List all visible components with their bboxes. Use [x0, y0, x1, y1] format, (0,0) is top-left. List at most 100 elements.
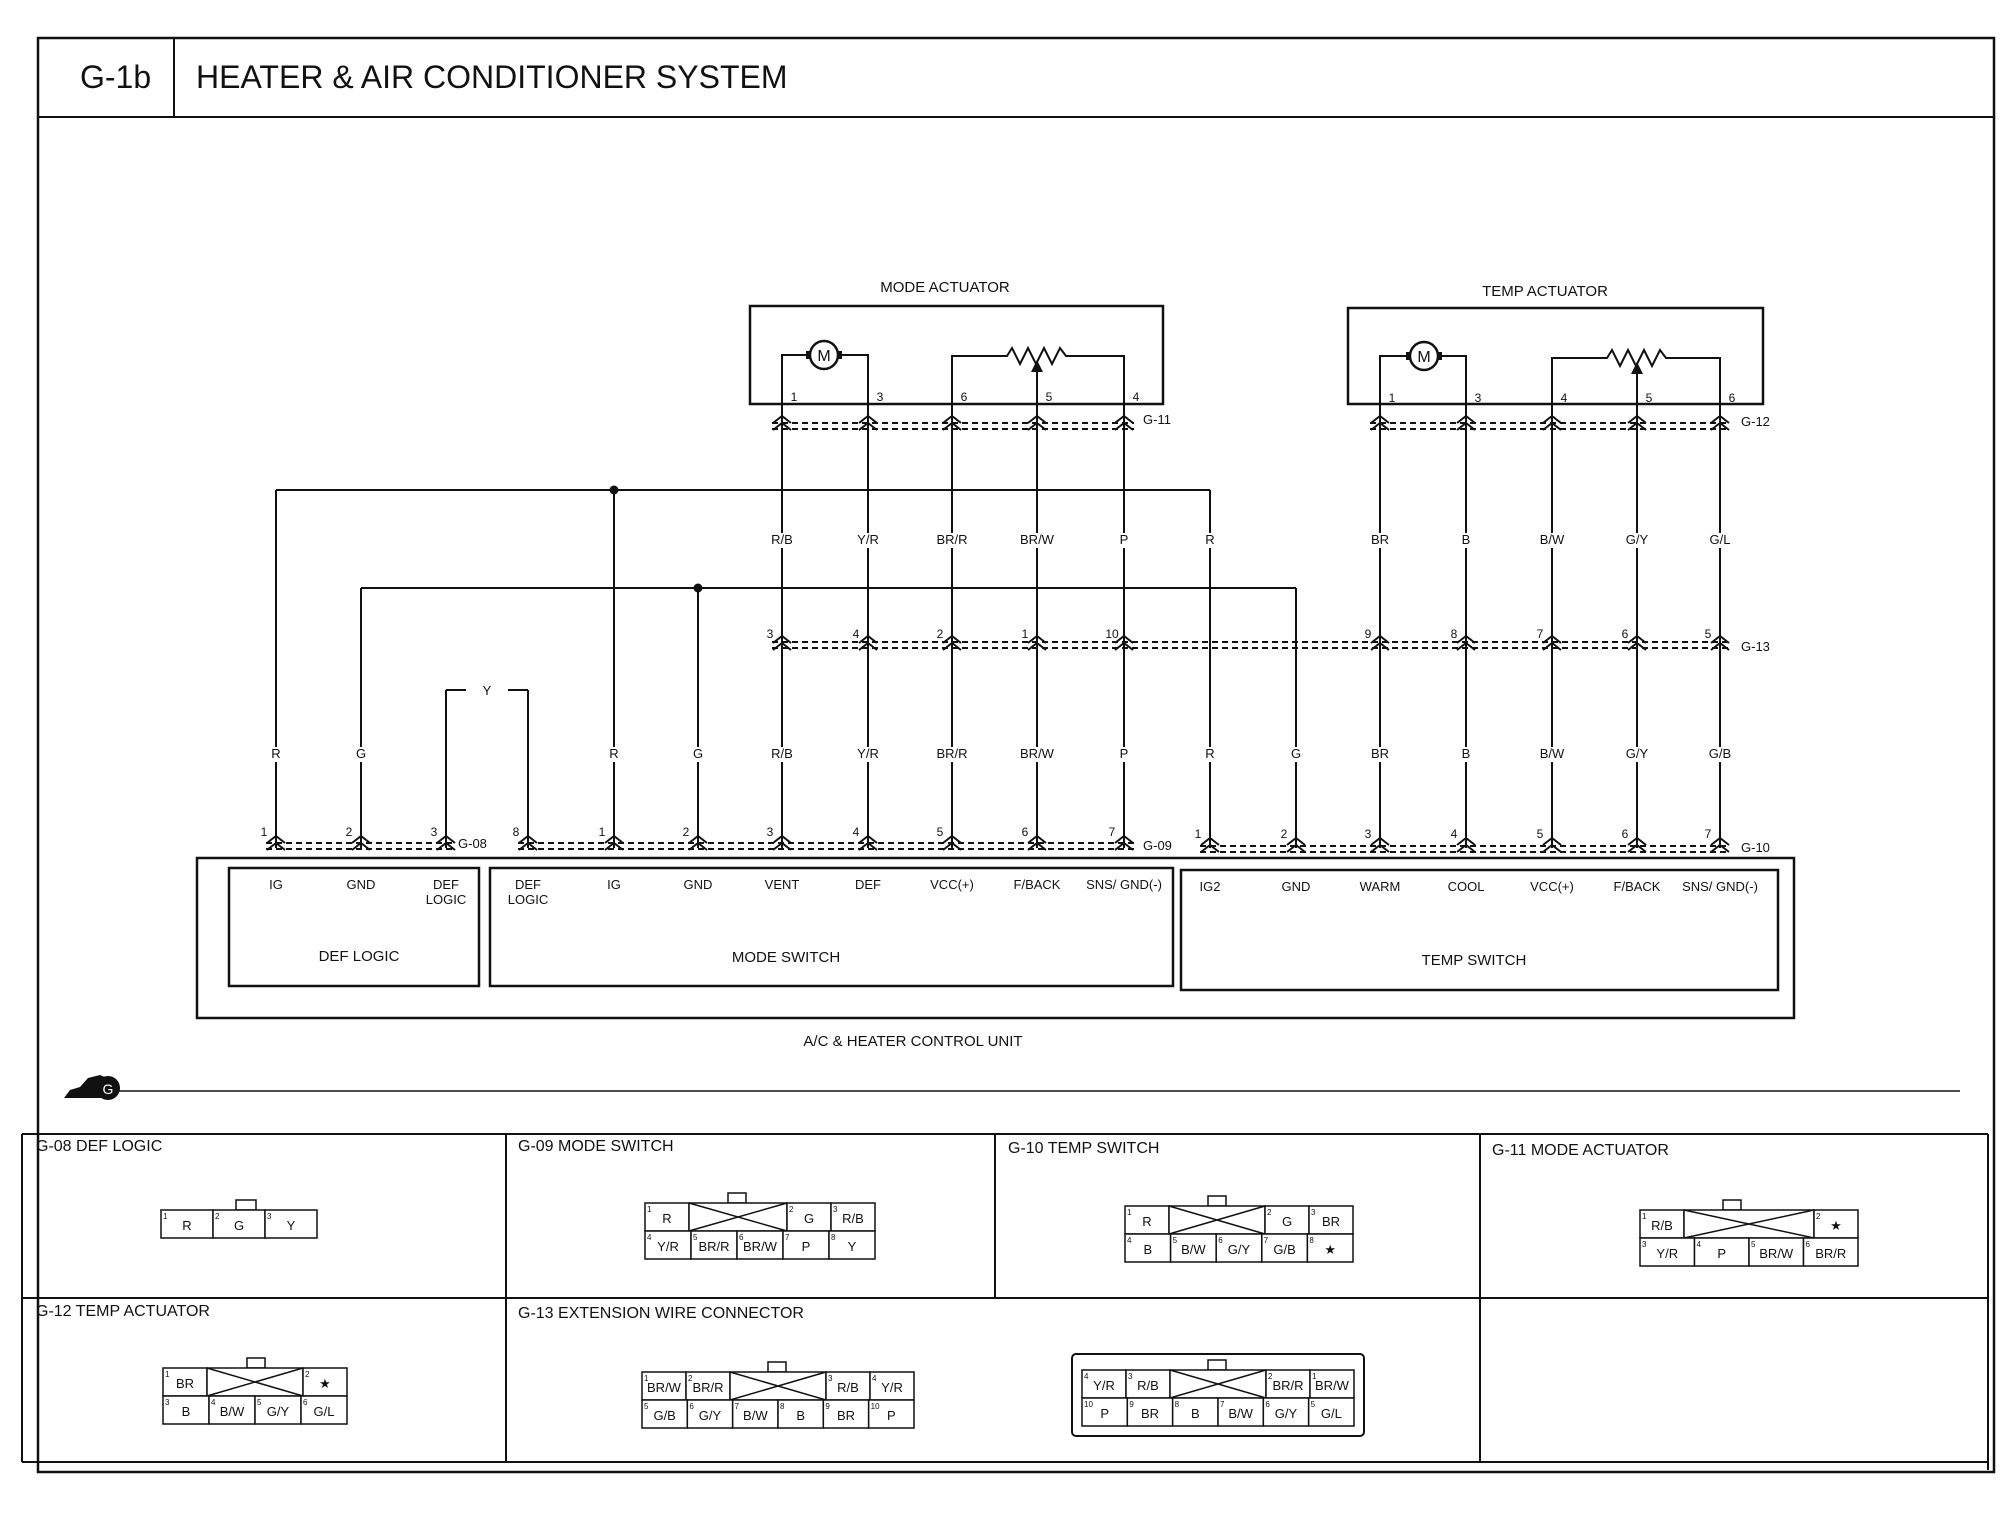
face-cell-wire: B/W	[1181, 1242, 1206, 1257]
wire-color-lower-16-gap	[1703, 747, 1737, 762]
face-cell-number: 1	[1312, 1372, 1317, 1381]
wire-color-upper-10-gap	[1620, 533, 1654, 548]
wire-label-y-jumper: Y	[483, 683, 492, 698]
face-cell-wire: Y/R	[1093, 1378, 1115, 1393]
face-cell-wire: G	[804, 1211, 814, 1226]
face-cell	[644, 1230, 692, 1260]
temp-actuator-motor-symbol: M	[1417, 349, 1430, 366]
face-cell-number: 4	[872, 1374, 877, 1383]
face-cell	[1264, 1205, 1310, 1235]
g09-pin-5: 5	[937, 825, 944, 839]
section-title-g09: G-09 MODE SWITCH	[518, 1138, 674, 1155]
temp-actuator-pin-5: 5	[1646, 391, 1653, 405]
face-cell	[1126, 1397, 1174, 1427]
face-cell	[254, 1395, 302, 1425]
wire-color-lower-8-gap	[1020, 747, 1054, 762]
wire-color-lower-8: BR/W	[1020, 746, 1055, 761]
face-cell-wire: P	[802, 1239, 811, 1254]
mode-terminal-7: F/BACK	[1014, 877, 1061, 892]
face-cell-number: 8	[1309, 1236, 1314, 1245]
temp-actuator-box	[1346, 306, 1765, 406]
vehicle-g-badge-icon: G	[64, 1075, 120, 1100]
face-cell-wire: P	[1717, 1246, 1726, 1261]
g13-chevron-4	[1027, 634, 1047, 651]
face-cell-wire: G	[1282, 1214, 1292, 1229]
face-cell-number: 8	[1175, 1400, 1180, 1409]
g09-pin-7: 7	[1109, 825, 1116, 839]
temp-actuator-label: TEMP ACTUATOR	[1482, 283, 1608, 300]
g13-chevron-1	[772, 634, 792, 651]
temp-terminal-1: IG2	[1200, 879, 1221, 894]
g10-pin-5: 5	[1537, 827, 1544, 841]
section-title-g10: G-10 TEMP SWITCH	[1008, 1140, 1159, 1157]
face-cell	[686, 1399, 734, 1429]
g10-pin-1: 1	[1195, 827, 1202, 841]
wire-color-upper-2: Y/R	[857, 532, 879, 547]
g13-pin-8: 8	[1451, 627, 1458, 641]
wire-color-upper-6: R	[1205, 532, 1214, 547]
face-cross-icon	[729, 1371, 827, 1401]
face-cell-wire: Y/R	[1656, 1246, 1678, 1261]
g09-pin-3: 3	[767, 825, 774, 839]
control-unit: DEF LOGIC MODE SWITCH TEMP SWITCH A/C & …	[195, 856, 1796, 1050]
g13-pin-3: 3	[767, 627, 774, 641]
connector-face-layer: 1R2G3Y1R2G3R/B4Y/R5BR/R6BR/W7P8Y1R2G3BR4…	[160, 1192, 1859, 1437]
page-frame	[36, 36, 1996, 1474]
g12-label: G-12	[1741, 414, 1770, 429]
g08-chevron-3	[436, 834, 456, 851]
face-cell-number: 3	[1311, 1208, 1316, 1217]
g13-chevron-10	[1710, 634, 1730, 651]
g10-chevron-6	[1627, 836, 1647, 853]
face-cell-number: 2	[688, 1374, 693, 1383]
face-cell-wire: BR/W	[1759, 1246, 1794, 1261]
section-title-g11: G-11 MODE ACTUATOR	[1492, 1142, 1669, 1159]
face-cell-number: 1	[647, 1205, 652, 1214]
g13-pin-6: 6	[1622, 627, 1629, 641]
face-cell	[1306, 1233, 1354, 1263]
face-cell-wire: G/Y	[1228, 1242, 1251, 1257]
face-cell-wire: R/B	[837, 1380, 859, 1395]
mode-actuator-motor-symbol: M	[817, 348, 830, 365]
face-cell-wire: BR/R	[1272, 1378, 1303, 1393]
face-cell-number: 3	[267, 1212, 272, 1221]
g13-chevron-3	[942, 634, 962, 651]
wire-color-lower-14: B/W	[1540, 746, 1565, 761]
face-cell-wire: B	[1143, 1242, 1152, 1257]
face-cell-number: 7	[785, 1233, 790, 1242]
face-cell-number: 5	[1311, 1400, 1316, 1409]
face-cell-number: 3	[833, 1205, 838, 1214]
g08-chevron-1	[266, 834, 286, 851]
face-cell-number: 5	[1751, 1240, 1756, 1249]
wire-color-lower-10: R	[1205, 746, 1214, 761]
temp-actuator: TEMP ACTUATOR M	[1346, 283, 1765, 430]
g12-chevron-5	[1710, 414, 1730, 431]
face-cell-number: 10	[871, 1402, 880, 1411]
g10-chevron-4	[1456, 836, 1476, 853]
face-cell	[1265, 1369, 1311, 1399]
g12-chevron-3	[1542, 414, 1562, 431]
face-cell-wire: B	[1191, 1406, 1200, 1421]
face-cell-wire: Y/R	[881, 1380, 903, 1395]
face-cell-number: 6	[1265, 1400, 1270, 1409]
wire-color-upper-8-gap	[1449, 533, 1483, 548]
mode-terminal-6: VCC(+)	[930, 877, 974, 892]
face-cell	[782, 1230, 830, 1260]
face-cell-number: 3	[1128, 1372, 1133, 1381]
face-cell-number: 1	[1642, 1212, 1647, 1221]
wire-color-lower-5-gap	[765, 747, 799, 762]
face-cell-number: 6	[303, 1398, 308, 1407]
section-title-g12: G-12 TEMP ACTUATOR	[36, 1303, 210, 1320]
face-cell	[1802, 1237, 1859, 1267]
face-cell-number: 5	[1173, 1236, 1178, 1245]
g11-chevron-1	[772, 414, 792, 431]
face-cell-number: 7	[1264, 1236, 1269, 1245]
wire-color-lower-4-gap	[681, 747, 715, 762]
face-cross-icon	[1683, 1209, 1815, 1239]
face-cell-wire: G/B	[653, 1408, 675, 1423]
face-cell-number: 10	[1084, 1400, 1093, 1409]
mode-motor-leads	[781, 354, 869, 430]
